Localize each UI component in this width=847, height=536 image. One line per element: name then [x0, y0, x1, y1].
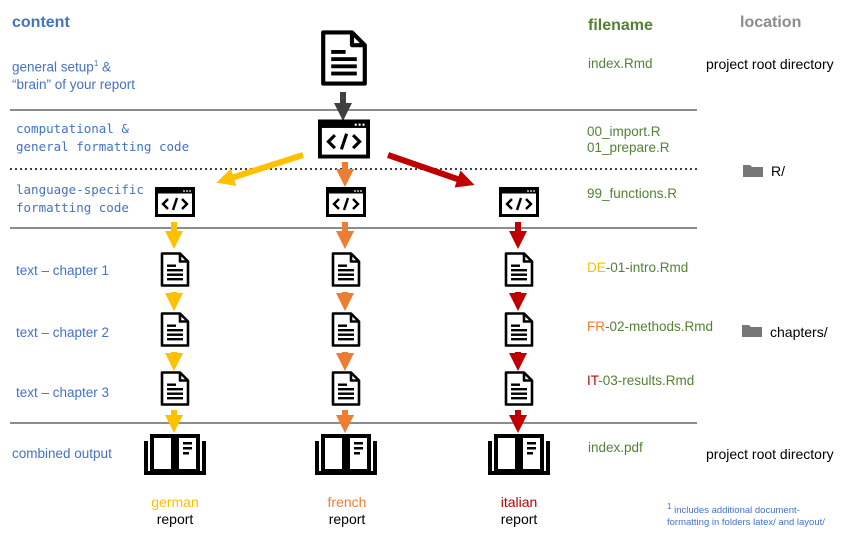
filename-index-rmd: index.Rmd: [588, 56, 653, 71]
german-code-window-icon: [155, 187, 195, 217]
italian-report-book-icon: [488, 434, 550, 475]
location-header: location: [740, 14, 802, 31]
location-chapters-folder: chapters/: [770, 324, 828, 340]
filename-index-pdf: index.pdf: [588, 440, 643, 455]
french-code-window-icon: [326, 187, 366, 217]
computational-code-label: computational &general formatting code: [16, 121, 190, 154]
german-column: [144, 222, 206, 475]
french-chapter-3-document-icon: [331, 371, 361, 406]
content-header: content: [12, 14, 70, 31]
german-chapter-1-document-icon: [160, 252, 190, 287]
filename-it-results: IT-03-results.Rmd: [587, 373, 695, 388]
german-chapter-3-document-icon: [160, 371, 190, 406]
italian-chapter-1-document-icon: [504, 252, 534, 287]
german-chapter-2-document-icon: [160, 312, 190, 347]
french-column: [315, 222, 377, 475]
filename-import: 00_import.R: [587, 124, 661, 139]
general-code-window-icon: [318, 119, 370, 159]
french-chapter-2-document-icon: [331, 312, 361, 347]
italian-chapter-2-document-icon: [504, 312, 534, 347]
footnote: 1 includes additional document-formattin…: [667, 502, 825, 529]
filename-prepare: 01_prepare.R: [587, 140, 670, 155]
french-chapter-1-document-icon: [331, 252, 361, 287]
chapter-2-label: text – chapter 2: [16, 325, 110, 340]
arrow-code-to-italian: [387, 152, 475, 188]
chapter-3-label: text – chapter 3: [16, 385, 110, 400]
index-rmd-document-icon: [323, 32, 365, 83]
filename-functions: 99_functions.R: [587, 186, 678, 201]
french-report-book-icon: [315, 434, 377, 475]
chapters-folder-icon: [742, 325, 762, 337]
general-setup-label: general setup1 & “brain” of your report: [12, 59, 136, 92]
chapter-1-label: text – chapter 1: [16, 263, 110, 278]
location-r-folder: R/: [771, 163, 785, 179]
italian-code-window-icon: [499, 187, 539, 217]
italian-chapter-3-document-icon: [504, 371, 534, 406]
italian-column: [488, 222, 550, 475]
location-project-root-top: project root directory: [706, 56, 834, 72]
german-report-book-icon: [144, 434, 206, 475]
filename-de-intro: DE-01-intro.Rmd: [587, 260, 689, 275]
location-project-root-bottom: project root directory: [706, 446, 834, 462]
combined-output-label: combined output: [12, 446, 112, 461]
arrow-code-to-german: [216, 152, 304, 186]
filename-fr-methods: FR-02-methods.Rmd: [587, 319, 714, 334]
filename-header: filename: [588, 17, 653, 34]
r-folder-icon: [743, 165, 763, 177]
